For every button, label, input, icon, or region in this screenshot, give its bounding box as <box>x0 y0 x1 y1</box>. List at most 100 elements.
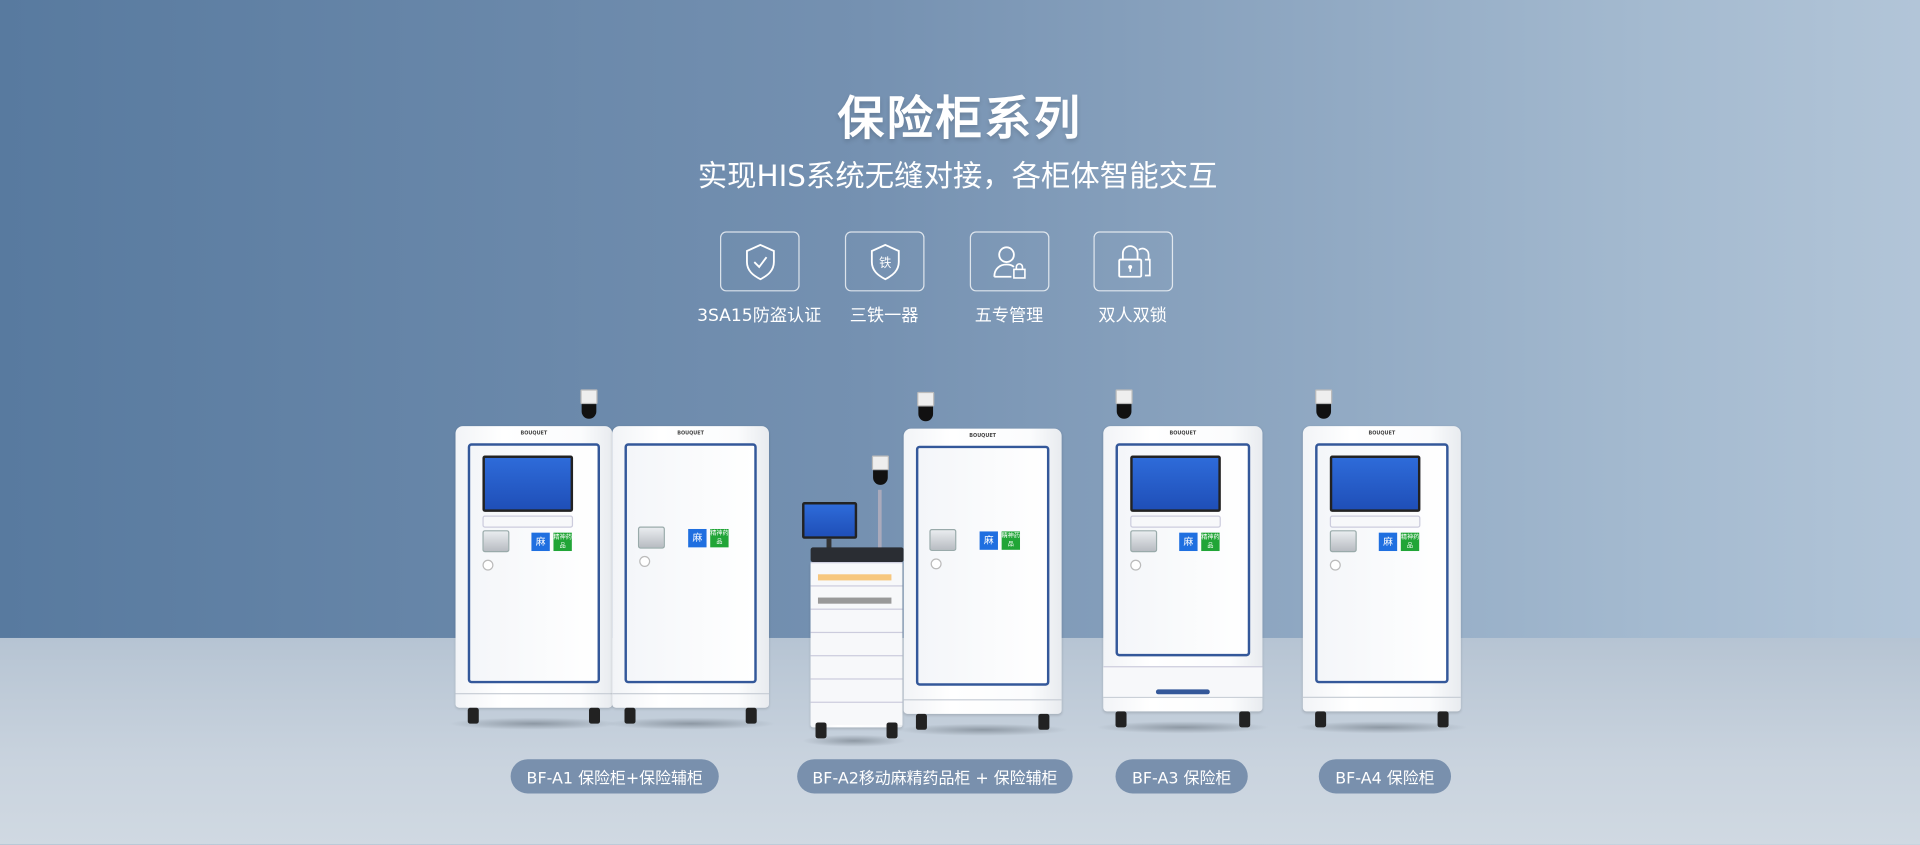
wheel <box>815 722 827 739</box>
keypad-lock <box>929 528 957 552</box>
camera-head <box>871 455 889 471</box>
camera <box>871 455 889 485</box>
touch-screen <box>482 455 574 512</box>
wheel <box>745 707 757 724</box>
wheel <box>886 722 898 739</box>
drawer-handle <box>1155 689 1210 695</box>
drawer-light <box>817 597 892 604</box>
feature-label: 五专管理 <box>974 306 1044 326</box>
base-line <box>1103 696 1263 698</box>
screen-ui <box>484 457 571 510</box>
wheel <box>624 707 636 724</box>
door-knob <box>1329 559 1341 571</box>
camera-head <box>917 391 935 407</box>
wheel <box>1038 713 1050 730</box>
screen-ui <box>1132 457 1219 510</box>
touch-screen <box>1130 455 1221 512</box>
brand-label: BOUQUET <box>520 429 548 436</box>
product-label-bf-a1[interactable]: BF-A1 保险柜+保险辅柜 <box>510 759 719 794</box>
badge-psychotropic: 精神药品 <box>1400 532 1420 552</box>
door-knob <box>930 558 942 570</box>
camera-body <box>918 406 934 422</box>
cart-pole <box>877 489 882 549</box>
camera-head <box>580 389 598 405</box>
cabinet-shadow <box>448 717 620 730</box>
cabinet: BOUQUET 麻精神药品 <box>1302 426 1461 712</box>
cart-top <box>810 547 904 563</box>
base-line <box>455 693 613 695</box>
double-lock-icon <box>1117 244 1151 278</box>
control-strip <box>482 515 574 528</box>
product-label-bf-a2[interactable]: BF-A2移动麻精药品柜 + 保险辅柜 <box>797 759 1073 794</box>
badge-psychotropic: 精神药品 <box>1201 532 1220 552</box>
cabinet-shadow <box>1095 721 1270 734</box>
badge-psychotropic: 精神药品 <box>1001 531 1021 550</box>
camera-body <box>581 404 597 419</box>
door-knob <box>482 559 494 571</box>
screen-ui <box>1332 457 1418 510</box>
camera <box>917 391 935 422</box>
camera <box>580 389 598 419</box>
camera-body <box>1116 404 1132 419</box>
cabinet-shadow <box>604 717 777 730</box>
keypad-lock <box>1329 530 1357 553</box>
keypad-lock <box>637 526 665 549</box>
shield-iron-text: 铁 <box>879 255 891 269</box>
mobile-cart <box>810 562 903 728</box>
feature-antitheft <box>720 231 800 292</box>
cabinet: BOUQUET 麻精神药品 <box>1103 426 1263 712</box>
cart-drawer <box>810 678 903 702</box>
product-label-bf-a4[interactable]: BF-A4 保险柜 <box>1318 759 1452 794</box>
cart-drawer <box>810 701 903 725</box>
cabinet-shadow <box>1295 721 1469 734</box>
control-strip <box>1329 515 1421 528</box>
door-knob <box>1130 559 1142 571</box>
feature-five <box>969 231 1050 292</box>
badge-psychotropic: 精神药品 <box>710 528 729 548</box>
wheel <box>588 707 601 724</box>
feature-iron: 铁 <box>844 231 925 292</box>
product-label-bf-a3[interactable]: BF-A3 保险柜 <box>1115 759 1248 794</box>
base-line <box>903 699 1062 701</box>
badge-narcotic: 麻 <box>1378 532 1398 552</box>
badge-narcotic: 麻 <box>688 528 707 548</box>
user-lock-icon <box>992 245 1026 279</box>
base-line <box>612 693 769 695</box>
wheel <box>915 713 927 730</box>
shield-iron-icon: 铁 <box>870 243 900 280</box>
feature-label: 双人双锁 <box>1098 306 1167 326</box>
wheel <box>1239 711 1251 728</box>
feature-double-lock <box>1093 231 1174 292</box>
page-subtitle: 实现HIS系统无缝对接，各柜体智能交互 <box>697 159 1218 194</box>
shield-check-icon <box>745 243 775 280</box>
brand-label: BOUQUET <box>1368 429 1396 436</box>
badge-narcotic: 麻 <box>979 531 998 550</box>
door-knob <box>639 555 651 567</box>
cabinet: BOUQUET 麻精神药品 <box>455 426 613 708</box>
brand-label: BOUQUET <box>1169 429 1197 436</box>
cart-drawer <box>810 631 903 656</box>
wheel <box>1437 711 1449 728</box>
camera-body <box>873 470 888 485</box>
cart-monitor <box>802 502 858 539</box>
keypad-lock <box>1130 530 1158 553</box>
badge-narcotic: 麻 <box>1179 532 1198 552</box>
keypad-lock <box>482 530 510 553</box>
camera-head <box>1115 389 1133 405</box>
drawer-light <box>817 574 892 581</box>
cart-drawer <box>810 655 903 679</box>
badge-psychotropic: 精神药品 <box>553 532 572 552</box>
touch-screen <box>1329 455 1421 512</box>
feature-label: 三铁一器 <box>849 306 919 326</box>
page-title: 保险柜系列 <box>837 91 1083 146</box>
wheel <box>467 707 479 724</box>
badge-narcotic: 麻 <box>531 532 550 552</box>
feature-label: 3SA15防盗认证 <box>697 306 822 326</box>
camera-head <box>1315 389 1333 405</box>
camera <box>1315 389 1333 419</box>
camera-body <box>1316 404 1332 419</box>
wheel <box>1115 711 1127 728</box>
